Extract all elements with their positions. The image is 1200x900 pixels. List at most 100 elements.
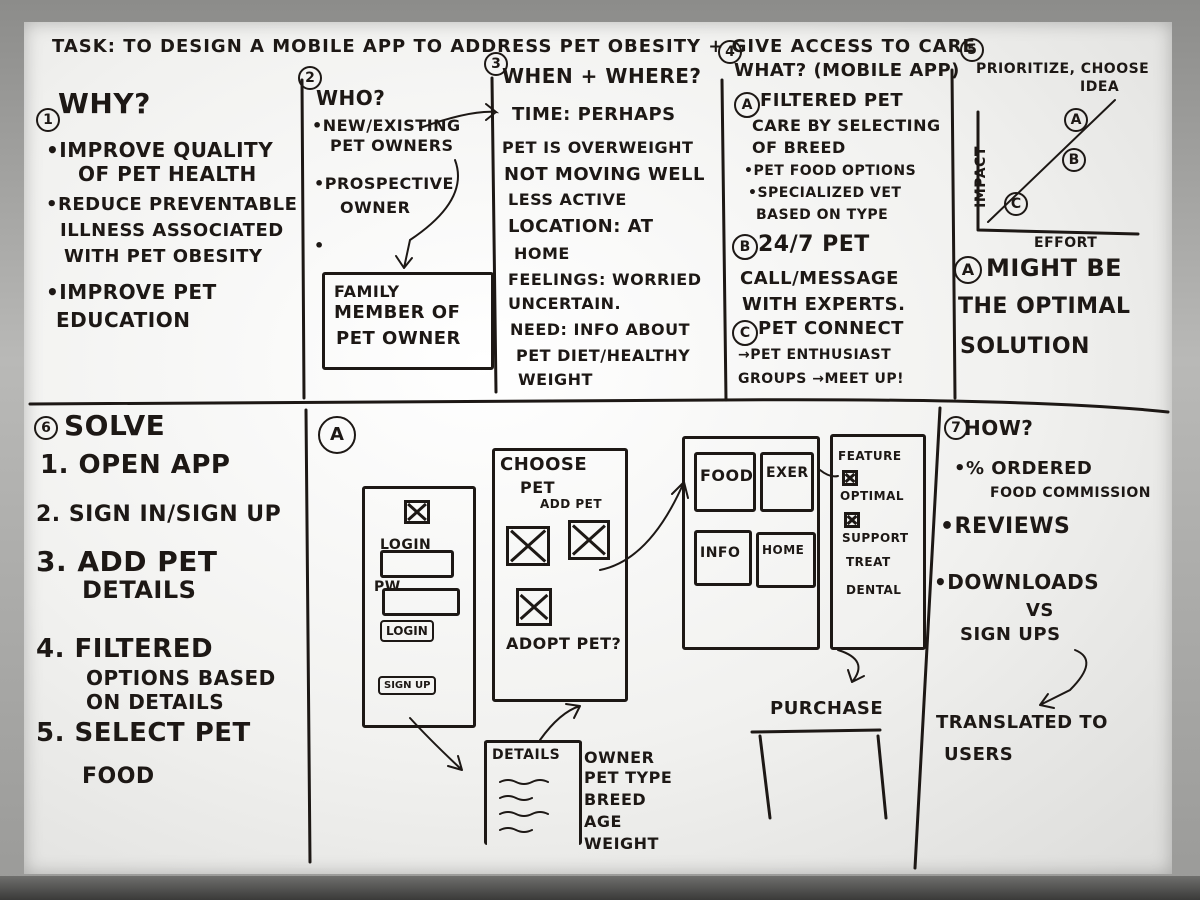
- when-line: HOME: [514, 244, 570, 263]
- username-field-sketch: [380, 550, 454, 578]
- details-line-3: [499, 811, 549, 817]
- solve-step: 2. SIGN IN/SIGN UP: [36, 502, 282, 527]
- when-line: WEIGHT: [518, 370, 593, 389]
- pet-option-icon: [568, 520, 610, 560]
- what-c-line: PET CONNECT: [758, 318, 904, 339]
- who-heading: WHO?: [316, 86, 386, 110]
- adopt-pet-question: ADOPT PET?: [506, 634, 622, 653]
- solve-step: 4. FILTERED: [36, 634, 214, 664]
- logo-placeholder-icon: [404, 500, 430, 524]
- details-field: WEIGHT: [584, 834, 659, 853]
- why-line: WITH PET OBESITY: [64, 246, 263, 267]
- section-number-why: 1: [36, 108, 60, 132]
- feature-item: SUPPORT: [842, 531, 909, 545]
- info-tile-label: INFO: [700, 545, 741, 561]
- divider-how: [913, 406, 942, 870]
- what-a-line: FILTERED PET: [760, 90, 904, 111]
- how-line: •REVIEWS: [940, 514, 1071, 539]
- what-a-line: BASED ON TYPE: [756, 207, 889, 223]
- home-tile-label: HOME: [762, 543, 805, 557]
- why-heading: WHY?: [58, 87, 151, 120]
- login-screen-sketch: [362, 486, 476, 728]
- feature-item: OPTIMAL: [840, 489, 905, 503]
- details-field: OWNER: [584, 748, 655, 767]
- divider-horizontal: [28, 398, 1170, 414]
- who-item: PET OWNERS: [330, 136, 454, 155]
- exercise-tile: [760, 452, 814, 512]
- priority-point-c: C: [1004, 192, 1028, 216]
- when-line: PET DIET/HEALTHY: [516, 346, 691, 365]
- section-number-who: 2: [298, 66, 322, 90]
- checkbox-icon: [842, 470, 858, 486]
- arrow-purchase: [837, 649, 865, 683]
- purchase-screen-outline: [750, 728, 888, 820]
- feature-item: FEATURE: [838, 449, 902, 463]
- pet-option-icon: [516, 588, 552, 626]
- section-number-solve: 6: [34, 416, 58, 440]
- how-line: VS: [1026, 600, 1054, 621]
- section-number-what: 4: [718, 40, 742, 64]
- when-line: TIME: PERHAPS: [512, 104, 676, 125]
- what-b-line: CALL/MESSAGE: [740, 268, 899, 289]
- who-box: [322, 272, 494, 370]
- solve-step: DETAILS: [82, 576, 197, 604]
- how-heading: HOW?: [964, 416, 1034, 440]
- arrow-who-2: [395, 159, 459, 269]
- info-tile: [694, 530, 752, 586]
- priority-y-axis-label: IMPACT: [972, 146, 989, 208]
- who-box-line: FAMILY: [334, 282, 400, 301]
- why-line: •REDUCE PREVENTABLE: [46, 194, 298, 215]
- choose-pet-title: ADD PET: [540, 497, 603, 511]
- details-screen-sketch: [484, 740, 582, 845]
- what-a-line: •SPECIALIZED VET: [748, 185, 902, 201]
- details-field: BREED: [584, 790, 647, 809]
- details-field: PET TYPE: [584, 768, 673, 787]
- how-line: SIGN UPS: [960, 624, 1061, 645]
- what-b-line: 24/7 PET: [758, 232, 870, 257]
- who-item: •PROSPECTIVE: [314, 174, 454, 193]
- details-line-1: [499, 779, 549, 785]
- divider-what: [720, 78, 728, 402]
- why-line: OF PET HEALTH: [78, 162, 257, 186]
- solve-step: OPTIONS BASED: [86, 666, 276, 690]
- choose-pet-title: CHOOSE: [500, 454, 588, 475]
- details-line-2: [499, 795, 533, 801]
- arrow-home-feature: [819, 469, 839, 478]
- when-line: UNCERTAIN.: [508, 294, 622, 313]
- arrow-who-1: [419, 103, 500, 129]
- divider-who: [300, 78, 306, 400]
- home-screen-sketch: [682, 436, 820, 650]
- solve-step: ON DETAILS: [86, 690, 225, 714]
- priority-x-axis-label: EFFORT: [1034, 235, 1098, 251]
- arrow-details-choose: [539, 703, 581, 741]
- choose-pet-screen-sketch: [492, 448, 628, 702]
- signup-button-sketch: SIGN UP: [378, 676, 437, 695]
- priority-conclusion-line: MIGHT BE: [986, 254, 1123, 282]
- when-line: PET IS OVERWEIGHT: [502, 138, 694, 157]
- checkbox-icon: [844, 512, 860, 528]
- prioritize-heading: PRIORITIZE, CHOOSE: [976, 61, 1150, 77]
- food-tile: [694, 452, 756, 512]
- how-result-line: TRANSLATED TO: [936, 712, 1108, 733]
- priority-conclusion-label: A: [954, 256, 982, 284]
- solve-heading: SOLVE: [64, 409, 166, 442]
- why-line: EDUCATION: [56, 308, 191, 332]
- divider-sketch: [304, 408, 312, 864]
- priority-point-b: B: [1062, 148, 1086, 172]
- what-a-line: OF BREED: [752, 138, 846, 157]
- how-line: FOOD COMMISSION: [990, 485, 1151, 501]
- how-line: •% ORDERED: [954, 458, 1093, 479]
- feature-screen-sketch: [830, 434, 926, 650]
- food-tile-label: FOOD: [700, 466, 754, 485]
- who-item: •: [314, 236, 325, 255]
- solve-step: FOOD: [82, 764, 155, 789]
- solve-step: 1. OPEN APP: [40, 450, 231, 480]
- what-b-line: WITH EXPERTS.: [742, 294, 906, 315]
- who-item: •NEW/EXISTING: [312, 116, 461, 135]
- arrow-how-result: [1039, 649, 1088, 709]
- pet-option-icon: [506, 526, 550, 566]
- why-line: •IMPROVE PET: [46, 280, 217, 304]
- arrow-login-details: [409, 717, 463, 771]
- when-line: NEED: INFO ABOUT: [510, 320, 691, 339]
